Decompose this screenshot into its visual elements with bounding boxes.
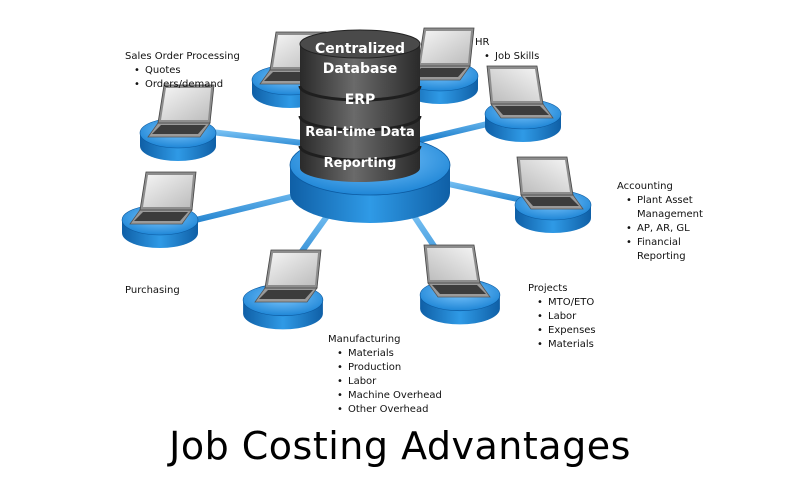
label-manufacturing: Manufacturing Materials Production Labor… (328, 333, 442, 417)
db-label-centralized: Centralized (315, 41, 405, 57)
node-accounting (514, 156, 592, 234)
list-item: MTO/ETO (537, 296, 596, 310)
page-title: Job Costing Advantages (169, 424, 631, 468)
list-item: Production (337, 361, 442, 375)
database-cylinder: Centralized Database ERP Real-time Data … (298, 29, 422, 182)
db-label-reporting: Reporting (324, 156, 397, 171)
list-item: Other Overhead (337, 403, 442, 417)
list-item: Job Skills (484, 50, 539, 64)
label-heading: HR (475, 37, 490, 48)
label-hr: HR Job Skills (475, 36, 539, 64)
laptop-icon (516, 156, 584, 210)
list-item: Labor (537, 310, 596, 324)
db-label-erp: ERP (345, 92, 376, 108)
label-heading: Sales Order Processing (125, 51, 240, 62)
db-label-realtime: Real-time Data (305, 125, 415, 140)
db-label-database: Database (323, 61, 398, 77)
label-heading: Accounting (617, 181, 673, 192)
label-projects: Projects MTO/ETO Labor Expenses Material… (528, 282, 596, 352)
node-sales (139, 84, 217, 162)
label-purchasing: Purchasing (125, 284, 180, 298)
node-hr (484, 65, 562, 143)
node-manufacturing (242, 249, 324, 330)
list-item: Labor (337, 375, 442, 389)
laptop-icon (423, 244, 491, 298)
list-item: Materials (337, 347, 442, 361)
laptop-icon (147, 84, 215, 138)
list-item-line: Management (637, 209, 703, 220)
node-purchasing (121, 171, 199, 249)
list-item-line: Financial (637, 237, 681, 248)
list-item: Orders/demand (134, 78, 240, 92)
laptop-icon (254, 249, 322, 303)
label-sales: Sales Order Processing Quotes Orders/dem… (125, 50, 240, 92)
list-item-line: Reporting (637, 251, 686, 262)
list-item: Expenses (537, 324, 596, 338)
node-projects (419, 244, 501, 325)
list-item: Quotes (134, 64, 240, 78)
laptop-icon (129, 171, 197, 225)
list-item: AP, AR, GL (626, 222, 703, 236)
label-heading: Purchasing (125, 285, 180, 296)
label-heading: Projects (528, 283, 568, 294)
list-item: Machine Overhead (337, 389, 442, 403)
label-heading: Manufacturing (328, 334, 401, 345)
list-item-line: Plant Asset (637, 195, 693, 206)
list-item: Materials (537, 338, 596, 352)
laptop-icon (486, 65, 554, 119)
